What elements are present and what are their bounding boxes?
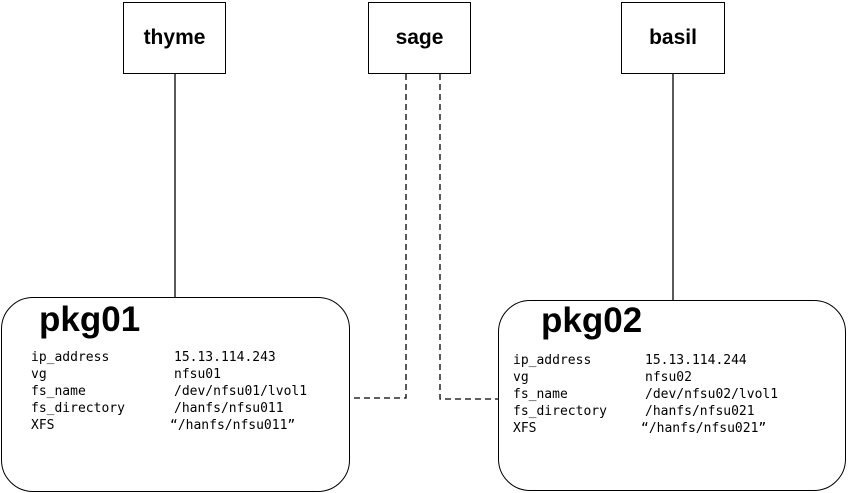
attribute-value: nfsu02 — [645, 370, 692, 385]
attribute-value: /dev/nfsu01/lvol1 — [174, 384, 308, 399]
package-title: pkg01 — [39, 300, 141, 339]
node-sage: sage — [368, 2, 471, 74]
attribute-row: ip_address 15.13.114.244 — [513, 352, 778, 369]
attribute-value: 15.13.114.244 — [645, 353, 747, 368]
attribute-row: fs_name /dev/nfsu01/lvol1 — [31, 383, 307, 400]
node-basil-label: basil — [649, 26, 697, 49]
attribute-row: XFS “/hanfs/nfsu021” — [513, 420, 778, 437]
attribute-row: fs_name /dev/nfsu02/lvol1 — [513, 386, 778, 403]
package-pkg02: pkg02 ip_address 15.13.114.244 vg nfsu02… — [498, 300, 846, 491]
attribute-value: “/hanfs/nfsu021” — [641, 421, 767, 436]
attribute-key: ip_address — [31, 350, 110, 365]
attribute-value: /dev/nfsu02/lvol1 — [645, 387, 779, 402]
package-title: pkg02 — [541, 301, 643, 340]
node-sage-label: sage — [395, 26, 444, 49]
attribute-value: nfsu01 — [174, 367, 221, 382]
node-basil: basil — [621, 2, 725, 74]
attribute-key: ip_address — [513, 353, 592, 368]
attribute-key: fs_name — [31, 384, 86, 399]
attribute-row: XFS “/hanfs/nfsu011” — [31, 417, 307, 434]
attribute-value: /hanfs/nfsu021 — [645, 404, 755, 419]
attribute-value: 15.13.114.243 — [174, 350, 276, 365]
connector-sage-pkg01 — [350, 74, 407, 399]
attribute-key: fs_directory — [31, 401, 125, 416]
attribute-key: XFS — [31, 418, 55, 433]
attribute-row: fs_directory /hanfs/nfsu011 — [31, 400, 307, 417]
attribute-key: fs_name — [513, 387, 568, 402]
node-thyme-label: thyme — [143, 26, 206, 49]
attribute-value: “/hanfs/nfsu011” — [170, 418, 296, 433]
attribute-value: /hanfs/nfsu011 — [174, 401, 284, 416]
attribute-key: vg — [31, 367, 47, 382]
connector-sage-pkg02 — [439, 74, 498, 400]
attribute-row: ip_address 15.13.114.243 — [31, 349, 307, 366]
attribute-row: fs_directory /hanfs/nfsu021 — [513, 403, 778, 420]
attribute-row: vg nfsu01 — [31, 366, 307, 383]
package-pkg01: pkg01 ip_address 15.13.114.243 vg nfsu01… — [1, 297, 350, 492]
attribute-key: fs_directory — [513, 404, 607, 419]
attribute-key: XFS — [513, 421, 537, 436]
attribute-key: vg — [513, 370, 529, 385]
attribute-row: vg nfsu02 — [513, 369, 778, 386]
package-attribute-list: ip_address 15.13.114.244 vg nfsu02 fs_na… — [513, 352, 778, 437]
node-thyme: thyme — [123, 2, 226, 74]
package-attribute-list: ip_address 15.13.114.243 vg nfsu01 fs_na… — [31, 349, 307, 434]
